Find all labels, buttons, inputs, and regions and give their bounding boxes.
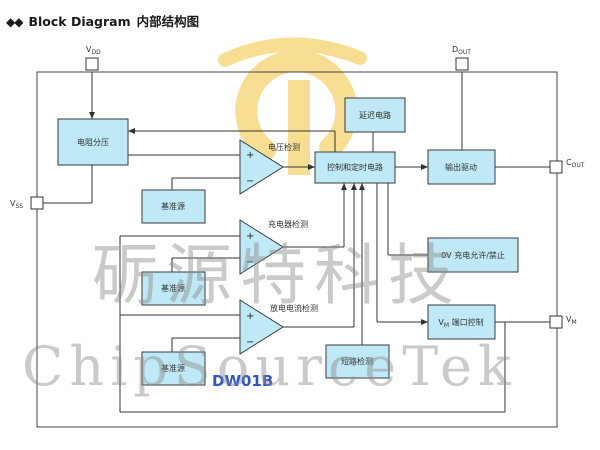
block-ref-1: 基准源 xyxy=(141,189,206,224)
block-vm-control-label: VM 端口控制 xyxy=(438,317,483,329)
block-short-detect: 短路检测 xyxy=(325,344,390,379)
block-divider-label: 电阻分压 xyxy=(77,137,109,147)
svg-text:COUT: COUT xyxy=(566,158,585,169)
block-short-detect-label: 短路检测 xyxy=(341,356,373,366)
heading-title-en: Block Diagram xyxy=(28,14,131,29)
svg-text:+: + xyxy=(246,150,254,161)
block-delay: 延迟电路 xyxy=(344,97,406,133)
amp-charger-detect: + − 充电器检测 xyxy=(239,219,308,275)
block-ref-1-label: 基准源 xyxy=(161,201,185,211)
block-zero-v-charge: 0V 充电允许/禁止 xyxy=(427,237,519,273)
svg-text:−: − xyxy=(246,337,254,348)
svg-text:−: − xyxy=(246,176,254,187)
svg-text:+: + xyxy=(246,231,254,242)
pin-vdd: VDD xyxy=(85,45,101,71)
heading-title-cn: 内部结构图 xyxy=(136,14,200,29)
block-divider: 电阻分压 xyxy=(57,118,129,166)
pin-vss: VSS xyxy=(10,196,44,210)
chip-outline xyxy=(36,71,558,428)
svg-text:+: + xyxy=(246,311,254,322)
wiring xyxy=(43,72,550,413)
pin-vm: VM xyxy=(549,315,577,329)
block-output-driver-label: 输出驱动 xyxy=(445,162,477,172)
svg-text:VSS: VSS xyxy=(10,199,23,210)
amp-overcurrent-detect-label: 放电电流检测 xyxy=(270,303,318,313)
block-ref-3: 基准源 xyxy=(141,351,206,386)
block-ref-3-label: 基准源 xyxy=(161,363,185,373)
pin-dout: DOUT xyxy=(452,45,471,71)
block-control-label: 控制和定时电路 xyxy=(327,162,383,172)
part-number: DW01B xyxy=(212,372,273,390)
diamond-bullets-icon: ◆◆ xyxy=(6,15,23,29)
pin-cout: COUT xyxy=(549,158,585,174)
svg-text:VM: VM xyxy=(566,315,577,326)
diagram-heading: ◆◆ Block Diagram 内部结构图 xyxy=(6,11,199,31)
block-zero-v-charge-label: 0V 充电允许/禁止 xyxy=(441,250,505,260)
block-control: 控制和定时电路 xyxy=(314,151,396,184)
block-output-driver: 输出驱动 xyxy=(427,149,496,185)
block-ref-2-label: 基准源 xyxy=(161,283,185,293)
amp-charger-detect-label: 充电器检测 xyxy=(268,219,308,229)
block-vm-control: VM 端口控制 xyxy=(427,304,496,340)
block-ref-2: 基准源 xyxy=(141,271,206,306)
svg-text:DOUT: DOUT xyxy=(452,45,471,56)
amp-voltage-detect-label: 电压检测 xyxy=(268,142,300,152)
block-delay-label: 延迟电路 xyxy=(359,110,391,120)
svg-text:−: − xyxy=(246,257,254,268)
svg-text:VDD: VDD xyxy=(86,45,101,56)
watermark-cn: 砺源特科技 xyxy=(92,237,462,314)
watermark-en: ChipSourceTek xyxy=(22,335,517,398)
amp-overcurrent-detect: + − 放电电流检测 xyxy=(239,299,318,355)
amp-voltage-detect: + − 电压检测 xyxy=(239,139,300,195)
